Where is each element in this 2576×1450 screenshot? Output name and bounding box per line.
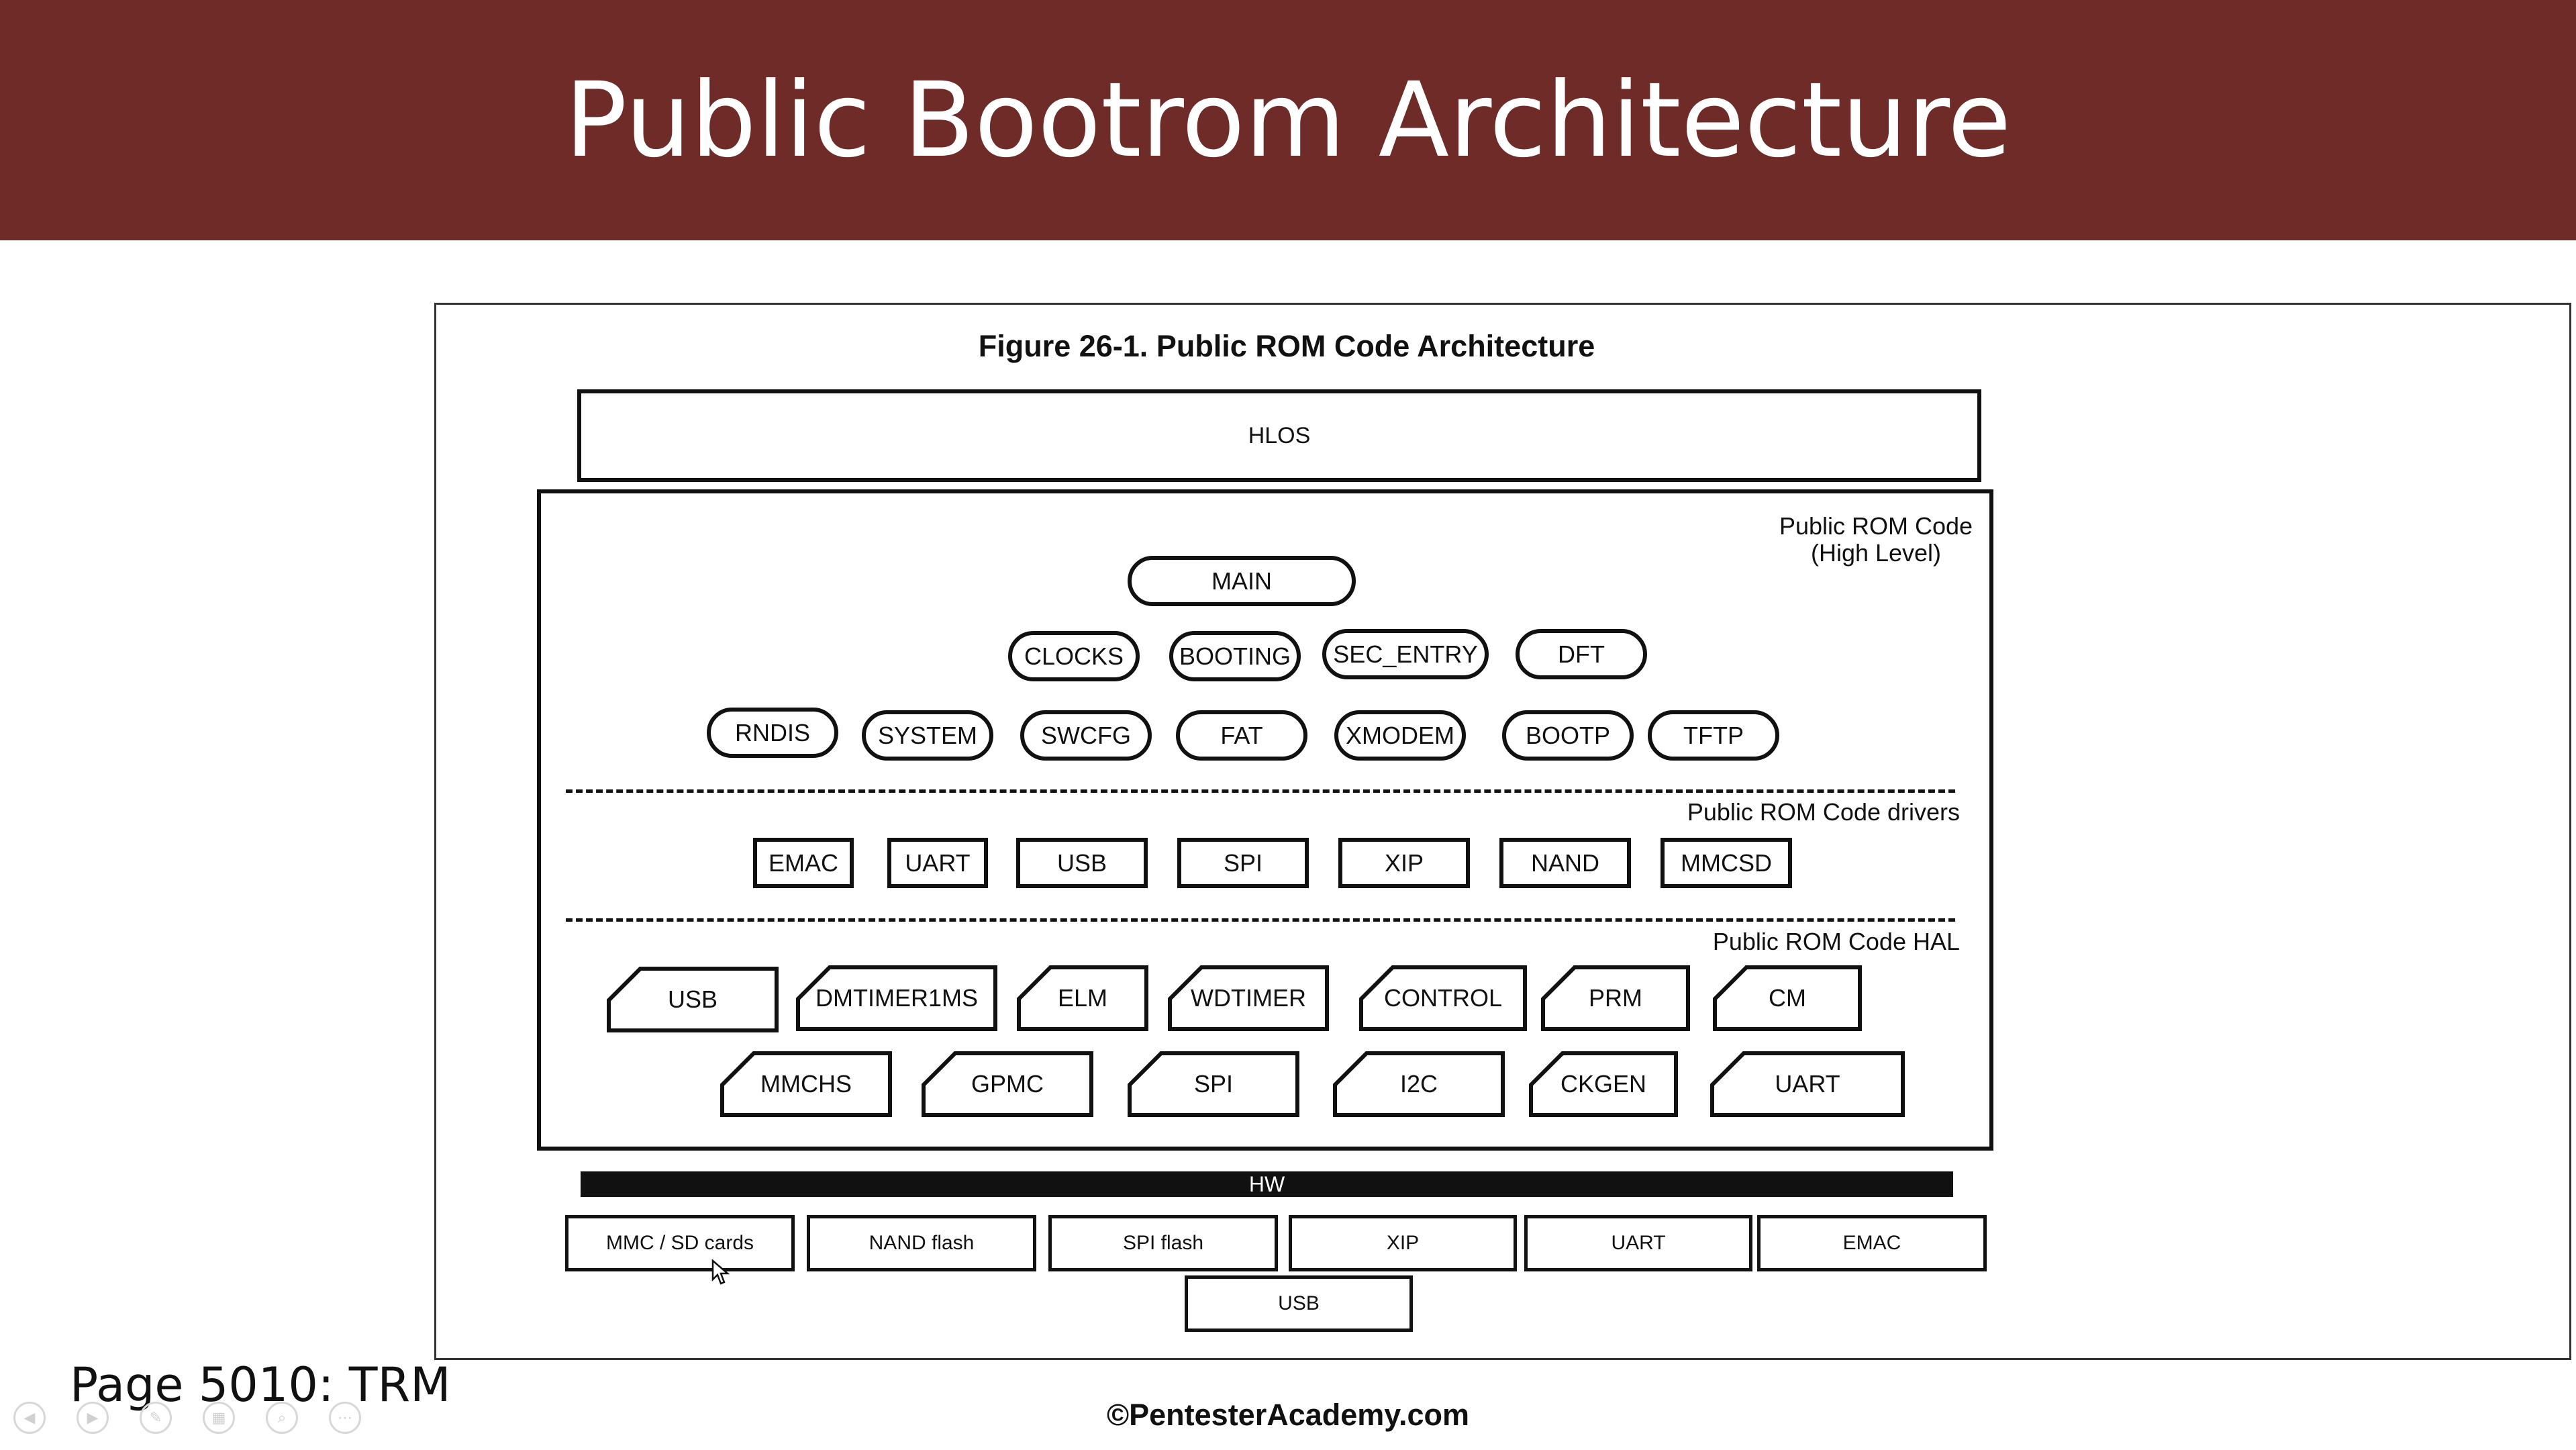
hal-control-label: CONTROL bbox=[1383, 984, 1502, 1012]
pen-icon[interactable]: ✎ bbox=[140, 1402, 172, 1434]
high-level-label: Public ROM Code (High Level) bbox=[1745, 513, 2007, 567]
driver-usb: USB bbox=[1016, 838, 1148, 888]
hlos-box: HLOS bbox=[577, 389, 1981, 482]
module-xmodem: XMODEM bbox=[1334, 710, 1466, 761]
hal-control: CONTROL bbox=[1359, 965, 1527, 1031]
hal-cm-label: CM bbox=[1769, 984, 1806, 1012]
hal-elm: ELM bbox=[1017, 965, 1148, 1031]
hal-spi: SPI bbox=[1128, 1051, 1299, 1117]
slides-icon[interactable]: ▦ bbox=[203, 1402, 235, 1434]
module-rndis: RNDIS bbox=[707, 708, 838, 758]
hal-spi-label: SPI bbox=[1193, 1070, 1234, 1098]
hw-uart: UART bbox=[1524, 1215, 1752, 1271]
hal-dmtimer1ms-label: DMTIMER1MS bbox=[815, 984, 978, 1012]
module-sec-entry: SEC_ENTRY bbox=[1322, 629, 1489, 679]
hal-elm-label: ELM bbox=[1057, 984, 1108, 1012]
module-swcfg: SWCFG bbox=[1020, 710, 1152, 761]
rom-code-container bbox=[537, 489, 1993, 1151]
hal-mmchs: MMCHS bbox=[720, 1051, 892, 1117]
drivers-divider bbox=[566, 789, 1955, 793]
hw-nand-flash: NAND flash bbox=[807, 1215, 1036, 1271]
more-icon[interactable]: ⋯ bbox=[329, 1402, 361, 1434]
hal-i2c: I2C bbox=[1333, 1051, 1505, 1117]
copyright: ©PentesterAcademy.com bbox=[1106, 1398, 1470, 1432]
page-reference: Page 5010: TRM bbox=[70, 1357, 451, 1412]
hal-uart-label: UART bbox=[1775, 1070, 1840, 1098]
driver-nand: NAND bbox=[1499, 838, 1631, 888]
driver-mmcsd: MMCSD bbox=[1661, 838, 1792, 888]
hal-gpmc: GPMC bbox=[922, 1051, 1093, 1117]
module-clocks: CLOCKS bbox=[1008, 631, 1140, 681]
high-level-label-line2: (High Level) bbox=[1810, 539, 1942, 567]
zoom-icon[interactable]: ⌕ bbox=[266, 1402, 298, 1434]
module-bootp: BOOTP bbox=[1502, 710, 1634, 761]
driver-emac: EMAC bbox=[753, 838, 854, 888]
hal-ckgen: CKGEN bbox=[1529, 1051, 1678, 1117]
title-banner bbox=[0, 0, 2576, 240]
hal-uart: UART bbox=[1710, 1051, 1905, 1117]
module-booting: BOOTING bbox=[1169, 631, 1301, 681]
hal-dmtimer1ms: DMTIMER1MS bbox=[796, 965, 997, 1031]
hal-i2c-label: I2C bbox=[1399, 1070, 1438, 1098]
hal-usb: USB bbox=[607, 967, 779, 1032]
hal-mmchs-label: MMCHS bbox=[760, 1070, 852, 1098]
hw-bar: HW bbox=[581, 1171, 1953, 1197]
figure-title: Figure 26-1. Public ROM Code Architectur… bbox=[978, 329, 1595, 363]
module-tftp: TFTP bbox=[1648, 710, 1779, 761]
driver-xip: XIP bbox=[1338, 838, 1470, 888]
high-level-label-line1: Public ROM Code bbox=[1779, 512, 1973, 540]
hal-usb-label: USB bbox=[667, 985, 718, 1013]
back-icon[interactable]: ◀ bbox=[13, 1402, 46, 1434]
hw-emac: EMAC bbox=[1757, 1215, 1987, 1271]
hw-xip: XIP bbox=[1289, 1215, 1517, 1271]
module-system: SYSTEM bbox=[862, 710, 993, 761]
play-icon[interactable]: ▶ bbox=[77, 1402, 109, 1434]
hw-usb: USB bbox=[1185, 1275, 1413, 1332]
hal-gpmc-label: GPMC bbox=[971, 1070, 1044, 1098]
hal-label: Public ROM Code HAL bbox=[1712, 928, 1960, 955]
driver-spi: SPI bbox=[1177, 838, 1309, 888]
mouse-cursor-icon bbox=[711, 1259, 730, 1285]
module-dft: DFT bbox=[1516, 629, 1647, 679]
driver-uart: UART bbox=[887, 838, 988, 888]
hal-ckgen-label: CKGEN bbox=[1560, 1070, 1647, 1098]
hw-mmc-sd-cards: MMC / SD cards bbox=[565, 1215, 795, 1271]
hal-wdtimer-label: WDTIMER bbox=[1191, 984, 1306, 1012]
hw-spi-flash: SPI flash bbox=[1048, 1215, 1278, 1271]
hal-cm: CM bbox=[1713, 965, 1862, 1031]
drivers-label: Public ROM Code drivers bbox=[1687, 798, 1960, 826]
slide-title: Public Bootrom Architecture bbox=[564, 60, 2012, 181]
slideshow-controls: ◀ ▶ ✎ ▦ ⌕ ⋯ bbox=[13, 1402, 361, 1434]
hal-divider bbox=[566, 918, 1955, 922]
main-module: MAIN bbox=[1128, 556, 1356, 606]
hal-prm: PRM bbox=[1541, 965, 1690, 1031]
hal-wdtimer: WDTIMER bbox=[1168, 965, 1329, 1031]
module-fat: FAT bbox=[1176, 710, 1307, 761]
figure-frame bbox=[434, 303, 2571, 1360]
hal-prm-label: PRM bbox=[1589, 984, 1642, 1012]
